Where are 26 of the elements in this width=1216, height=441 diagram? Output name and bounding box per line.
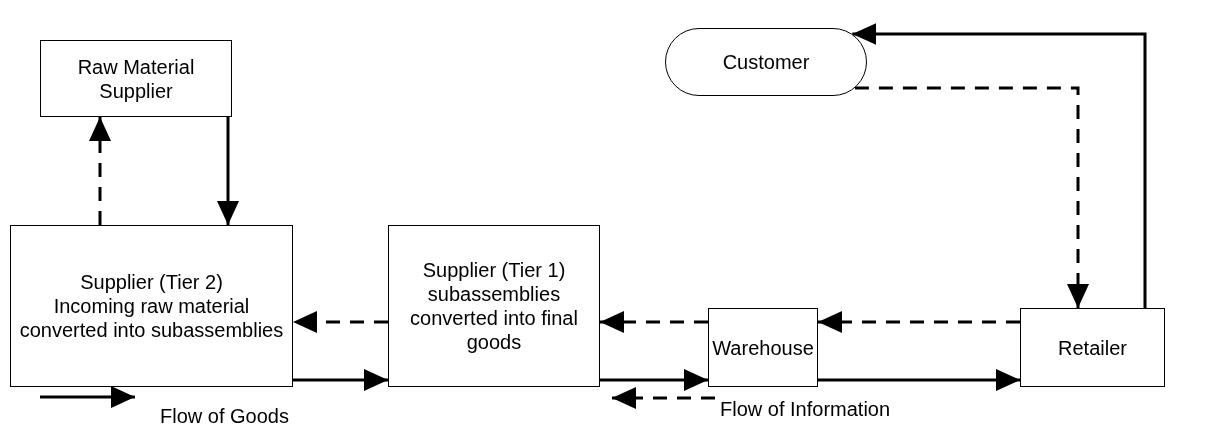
arrow	[854, 86, 1089, 308]
arrow	[89, 117, 111, 225]
legend-label: Flow of Information	[720, 398, 891, 421]
node-title: Supplier (Tier 1)	[422, 258, 566, 282]
node-description: Incoming raw material converted into subassemblies	[18, 294, 285, 342]
process-box	[708, 308, 818, 387]
node-title: Raw Material Supplier	[76, 54, 196, 103]
process-box	[10, 225, 293, 387]
node-title: Retailer	[1058, 335, 1127, 360]
arrow	[600, 369, 708, 391]
node-title: Supplier (Tier 2)	[80, 270, 223, 294]
terminal-shape	[665, 28, 867, 96]
arrow	[818, 369, 1020, 391]
arrow	[600, 311, 708, 333]
arrow	[293, 311, 388, 333]
node-title: Warehouse	[712, 335, 814, 360]
process-box	[40, 40, 232, 117]
node-title: Customer	[722, 50, 810, 74]
node-description: subassemblies converted into final goods	[409, 282, 579, 354]
arrow	[818, 311, 1020, 333]
arrow	[293, 369, 388, 391]
arrow	[852, 23, 1147, 308]
arrow	[217, 117, 239, 225]
legend-label: Flow of Goods	[160, 405, 289, 428]
process-box	[1020, 308, 1165, 387]
process-box	[388, 225, 600, 387]
